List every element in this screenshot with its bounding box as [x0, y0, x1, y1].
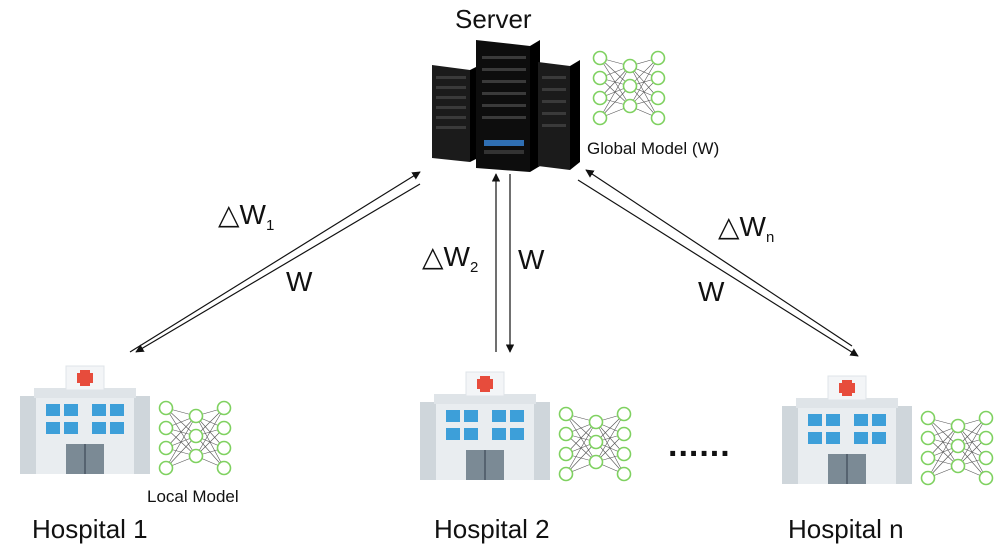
delta-w-sub: n: [765, 229, 775, 246]
w-label-n: W: [698, 276, 725, 307]
delta-w-sub: 1: [265, 217, 275, 234]
hospital-2-icon: [419, 371, 551, 481]
weight-arrow-n: [577, 179, 859, 357]
global-model-label: Global Model (W): [587, 139, 720, 158]
delta-wn-label: △Wn: [718, 210, 774, 246]
delta-w-base: W: [443, 241, 470, 272]
local-model-label: Local Model: [147, 487, 239, 506]
update-arrow-n: [585, 169, 853, 347]
global-model-nn-icon: [592, 50, 666, 126]
server-title: Server: [455, 4, 532, 34]
delta-symbol: △: [218, 199, 240, 230]
hospital-1-nn-icon: [158, 400, 232, 476]
delta-w-sub: 2: [469, 259, 479, 276]
delta-w2-label: △W2: [422, 240, 478, 276]
weight-arrow-1: [135, 183, 421, 353]
w-label-2: W: [518, 244, 545, 275]
w-label-1: W: [286, 266, 313, 297]
hospital-n-label: Hospital n: [788, 514, 904, 544]
delta-symbol: △: [718, 211, 740, 242]
update-arrow-1: [129, 171, 421, 353]
delta-w-base: W: [739, 211, 766, 242]
delta-w1-label: △W1: [218, 198, 274, 234]
server-icon: [432, 40, 580, 172]
ellipsis: ......: [668, 426, 731, 464]
hospital-1-label: Hospital 1: [32, 514, 148, 544]
hospital-1-icon: [19, 365, 151, 475]
hospital-n-nn-icon: [920, 410, 994, 486]
hospital-n-icon: [781, 375, 913, 485]
hospital-2-label: Hospital 2: [434, 514, 550, 544]
delta-w-base: W: [239, 199, 266, 230]
delta-symbol: △: [422, 241, 444, 272]
hospital-2-nn-icon: [558, 406, 632, 482]
